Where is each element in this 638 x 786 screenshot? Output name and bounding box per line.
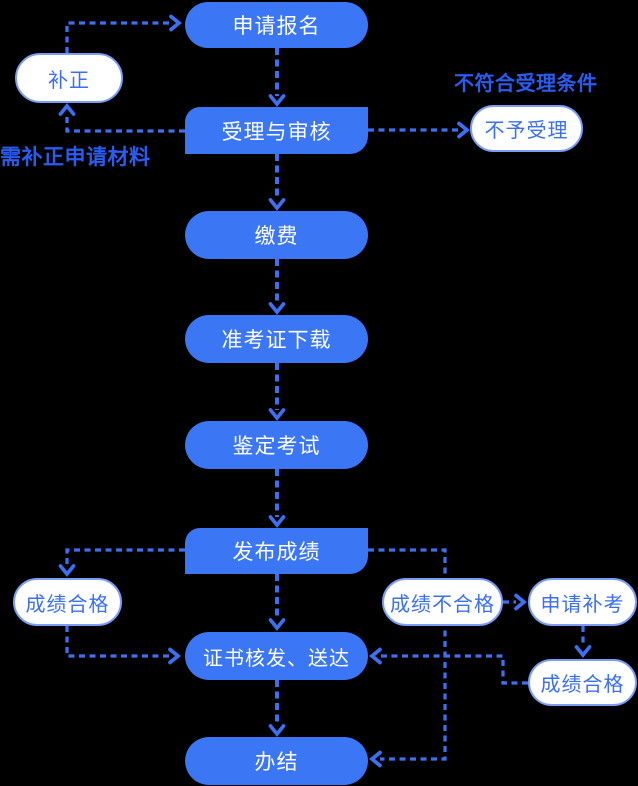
node-fail: 成绩不合格 [382, 578, 503, 626]
edge-fail-to-makeup [503, 593, 527, 611]
edge-accept-to-pay [268, 154, 286, 211]
node-exam: 鉴定考试 [185, 421, 368, 469]
edge-buzheng-to-apply [65, 14, 182, 53]
node-makeup-exam: 申请补考 [528, 578, 637, 626]
edge-pass-left-to-cert [65, 626, 181, 665]
node-publish-results: 发布成绩 [185, 528, 368, 574]
edge-accept-to-reject [368, 121, 470, 139]
node-ticket-download: 准考证下载 [185, 315, 368, 363]
edge-apply-to-accept [268, 48, 286, 107]
edge-pass-right-to-cert [369, 647, 528, 685]
edge-makeup-to-pass-right [574, 626, 592, 658]
edge-label-reject-condition: 不符合受理条件 [454, 71, 598, 95]
node-not-accepted: 不予受理 [470, 105, 583, 152]
node-pass-right: 成绩合格 [528, 659, 637, 706]
edge-ticket-to-exam [268, 363, 286, 421]
edge-label-need-correction: 需补正申请材料 [0, 145, 151, 169]
edge-exam-to-publish [268, 469, 286, 528]
node-completed: 办结 [185, 737, 368, 785]
edge-pay-to-ticket [268, 259, 286, 315]
edge-accept-to-buzheng [58, 103, 185, 133]
edge-publish-to-pass-left [58, 548, 185, 577]
edge-cert-to-done [268, 680, 286, 737]
edge-publish-to-cert [268, 574, 286, 631]
node-payment: 缴费 [185, 211, 368, 259]
node-correction: 补正 [15, 53, 123, 103]
node-apply: 申请报名 [185, 2, 368, 48]
node-accept-review: 受理与审核 [185, 107, 368, 154]
node-certificate-delivery: 证书核发、送达 [185, 632, 368, 680]
node-pass-left: 成绩合格 [13, 578, 122, 626]
